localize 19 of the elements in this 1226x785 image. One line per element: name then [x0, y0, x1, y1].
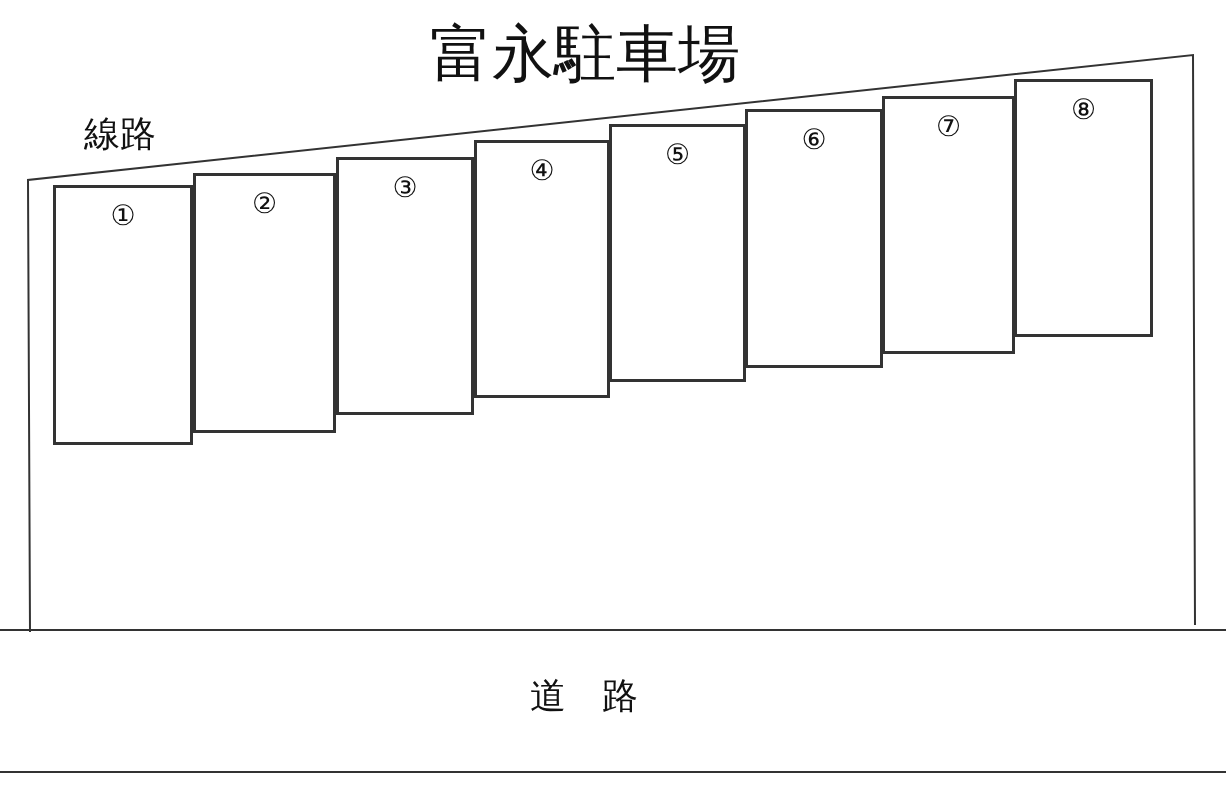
- space-number: ⑤: [664, 139, 691, 171]
- railway-label: 線路: [84, 112, 156, 156]
- road-label: 道 路: [530, 674, 638, 718]
- parking-space: [53, 185, 193, 445]
- parking-space: [336, 157, 474, 415]
- parking-space: [882, 96, 1015, 354]
- space-number: ④: [529, 155, 555, 187]
- parking-space: [474, 140, 610, 398]
- space-number: ⑦: [935, 111, 962, 143]
- parking-space: [1014, 79, 1153, 337]
- space-number: ③: [392, 172, 418, 204]
- parking-space: [609, 124, 746, 382]
- space-number: ②: [251, 188, 278, 220]
- space-number: ①: [110, 200, 136, 232]
- parking-space: [193, 173, 336, 433]
- parking-space: [745, 109, 883, 368]
- space-number: ⑥: [801, 124, 827, 156]
- space-number: ⑧: [1070, 94, 1097, 126]
- title: 富永駐車場: [430, 18, 740, 90]
